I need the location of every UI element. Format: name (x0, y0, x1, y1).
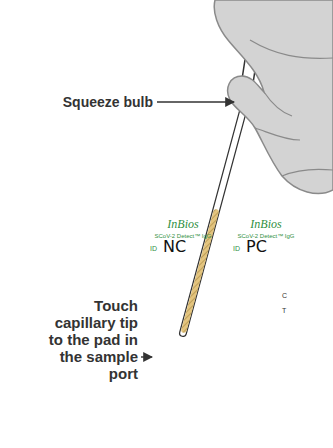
marking: T (282, 307, 286, 315)
marking: ID (233, 245, 240, 253)
test-cassette: InBiosSCoV-2 Detect™ IgGIDNC (143, 212, 223, 448)
marking: C (282, 292, 287, 300)
callout-label: Touch capillary tip to the pad in the sa… (38, 297, 138, 382)
sample-id: PC (246, 238, 267, 256)
brand-name: InBios (250, 218, 281, 231)
gloved-hand (214, 0, 333, 194)
test-cassette: InBiosSCoV-2 Detect™ IgGIDPCCT (226, 212, 306, 448)
leader-arrow (141, 356, 152, 357)
brand-name: InBios (167, 218, 198, 231)
callout-label: Squeeze bulb (23, 94, 153, 111)
leader-arrow (157, 101, 234, 102)
capillary-tube (183, 100, 246, 333)
marking: ID (150, 245, 157, 253)
sample-id: NC (163, 238, 186, 256)
